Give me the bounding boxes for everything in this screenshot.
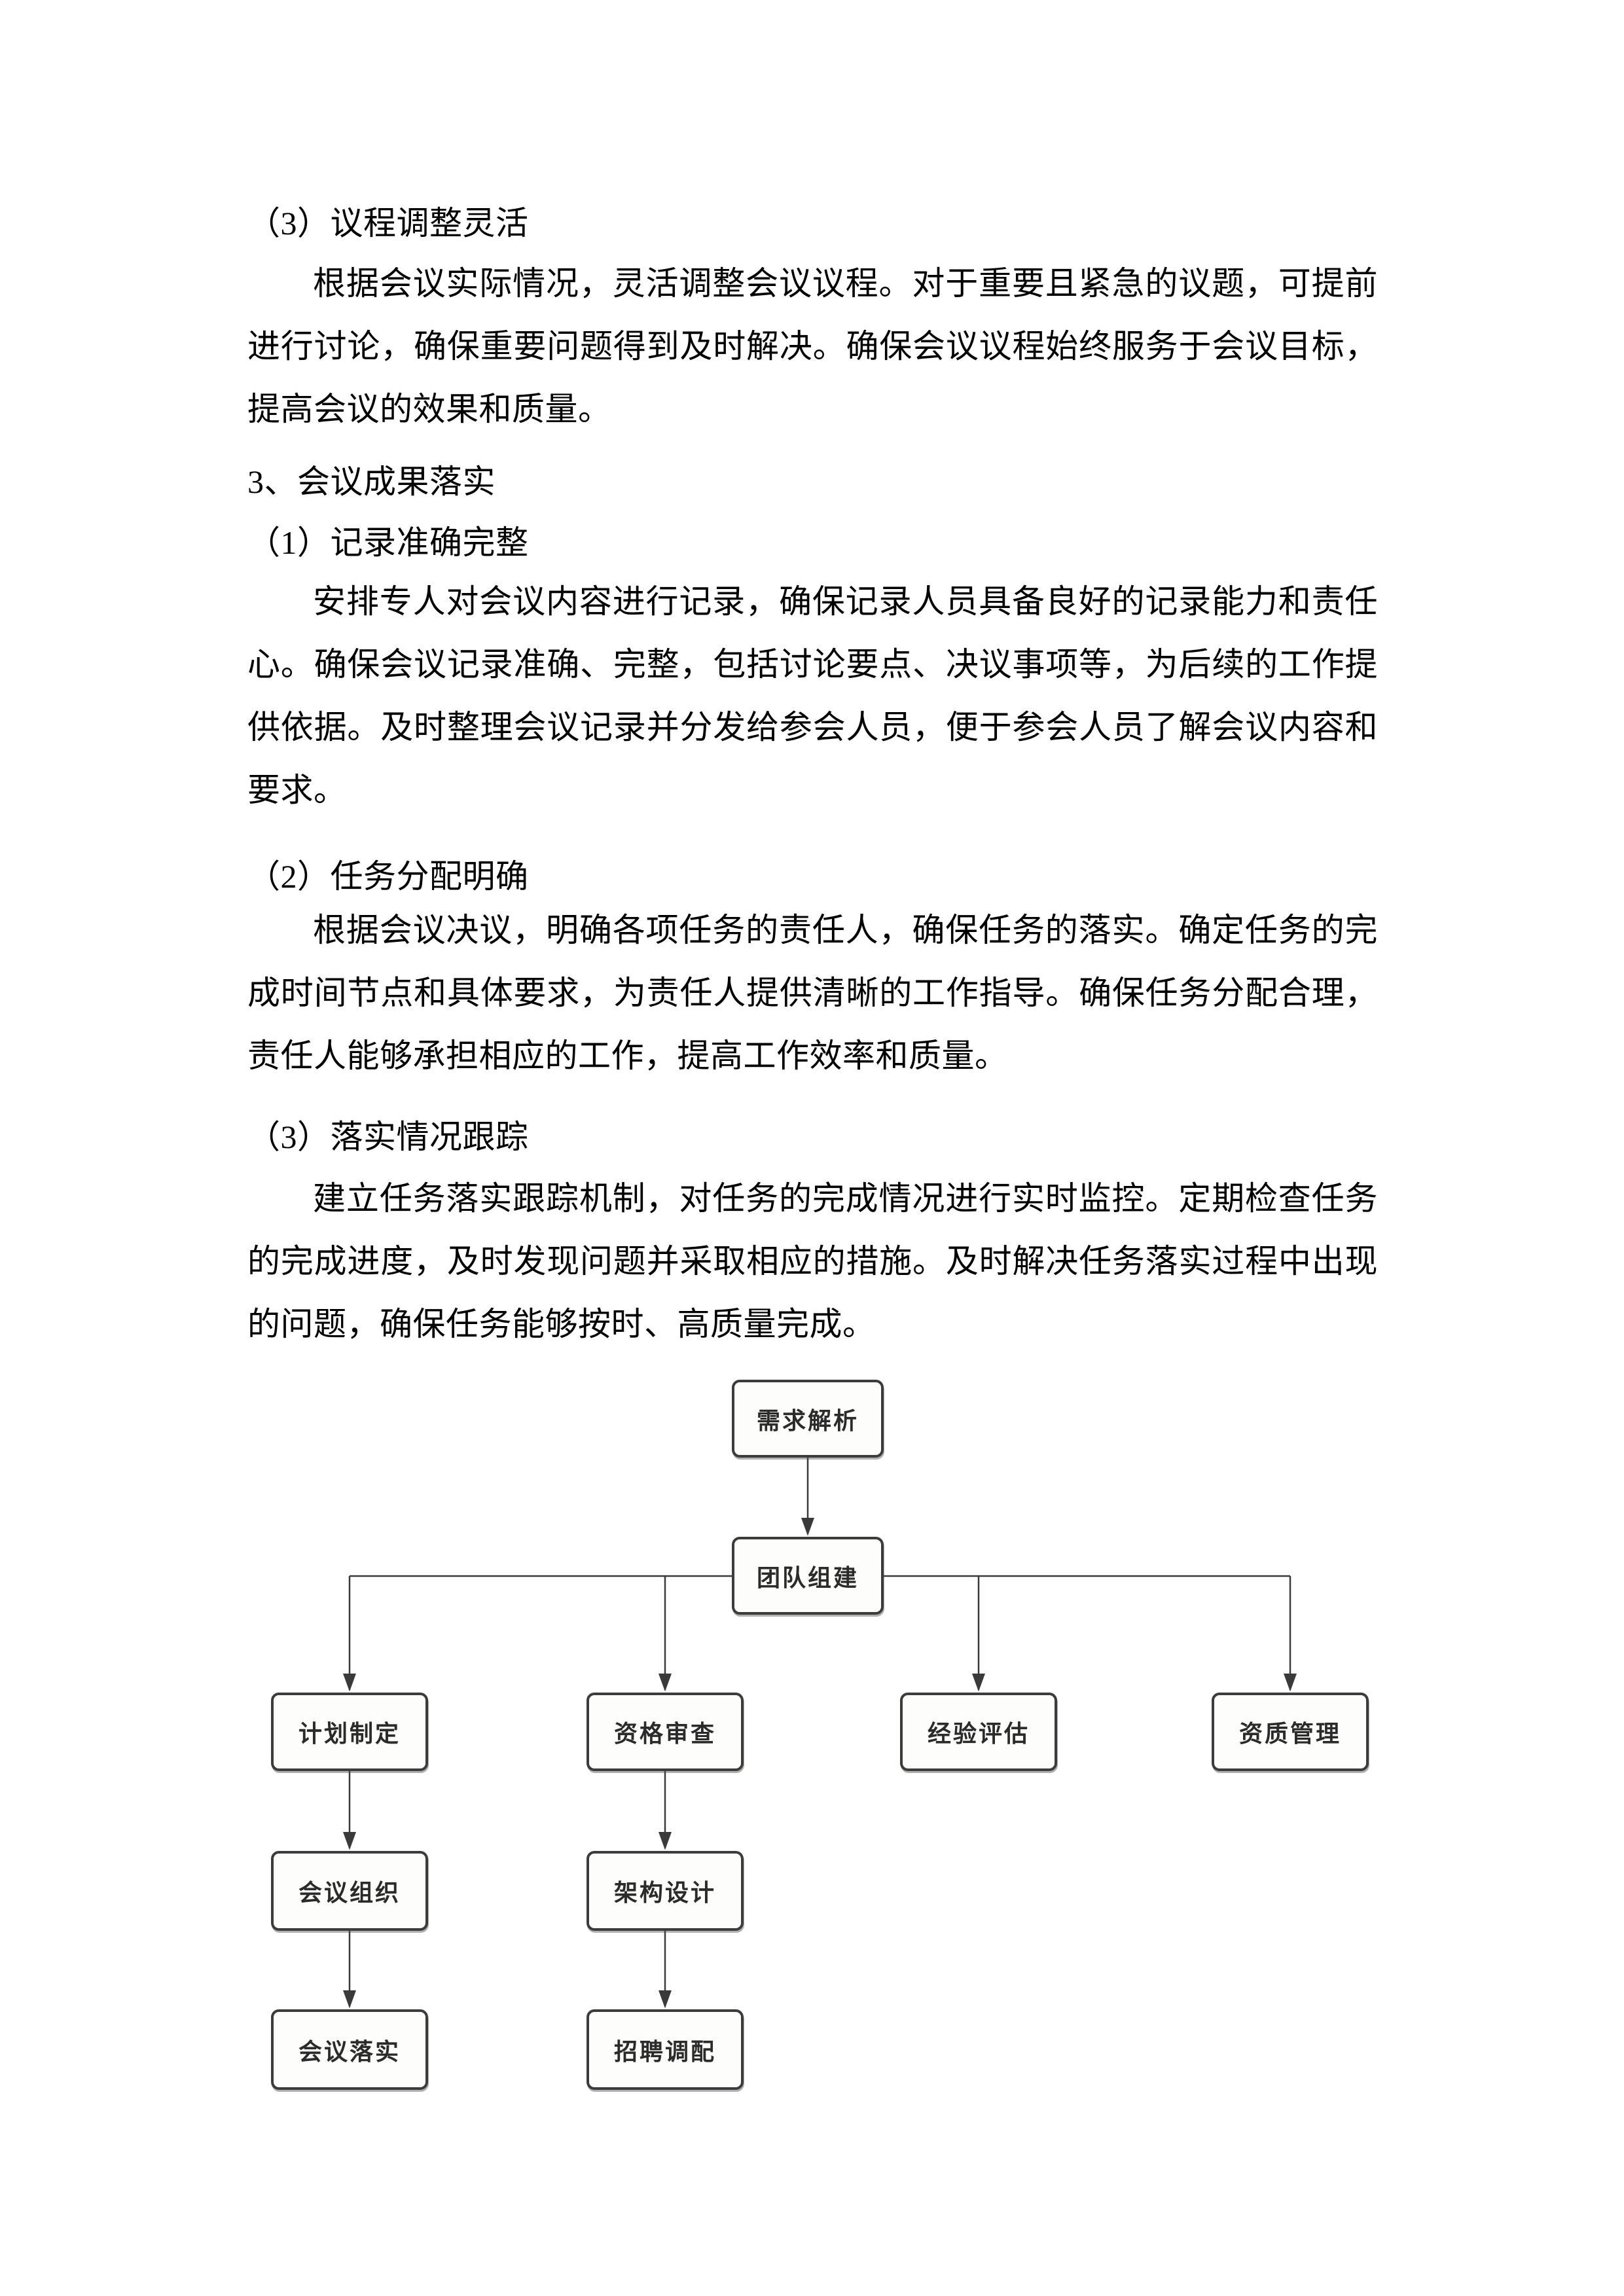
flow-node-qualification-review: 资格审查 xyxy=(586,1693,744,1771)
flow-node-recruitment-allocation: 招聘调配 xyxy=(586,2009,744,2090)
heading-implementation-tracking: （3）落实情况跟踪 xyxy=(247,1119,529,1155)
flow-node-architecture-design: 架构设计 xyxy=(586,1851,744,1931)
paragraph-agenda-flexibility: 根据会议实际情况，灵活调整会议议程。对于重要且紧急的议题，可提前进行讨论，确保重… xyxy=(247,265,1378,427)
flow-node-credential-management: 资质管理 xyxy=(1212,1693,1369,1771)
flow-node-experience-evaluation: 经验评估 xyxy=(900,1693,1057,1771)
heading-meeting-outcomes: 3、会议成果落实 xyxy=(247,463,496,500)
flow-node-meeting-organization: 会议组织 xyxy=(271,1851,428,1931)
flow-node-plan-making: 计划制定 xyxy=(271,1693,428,1771)
flow-node-requirement-analysis: 需求解析 xyxy=(732,1380,884,1458)
heading-agenda-flexibility: （3）议程调整灵活 xyxy=(247,205,529,242)
heading-record-accuracy: （1）记录准确完整 xyxy=(247,524,529,561)
paragraph-implementation-tracking: 建立任务落实跟踪机制，对任务的完成情况进行实时监控。定期检查任务的完成进度，及时… xyxy=(247,1180,1378,1342)
paragraph-record-accuracy: 安排专人对会议内容进行记录，确保记录人员具备良好的记录能力和责任心。确保会议记录… xyxy=(247,583,1378,808)
flow-node-meeting-implementation: 会议落实 xyxy=(271,2009,428,2090)
flow-node-team-building: 团队组建 xyxy=(732,1537,884,1615)
paragraph-task-assignment: 根据会议决议，明确各项任务的责任人，确保任务的落实。确定任务的完成时间节点和具体… xyxy=(247,912,1378,1074)
heading-task-assignment: （2）任务分配明确 xyxy=(247,858,529,895)
